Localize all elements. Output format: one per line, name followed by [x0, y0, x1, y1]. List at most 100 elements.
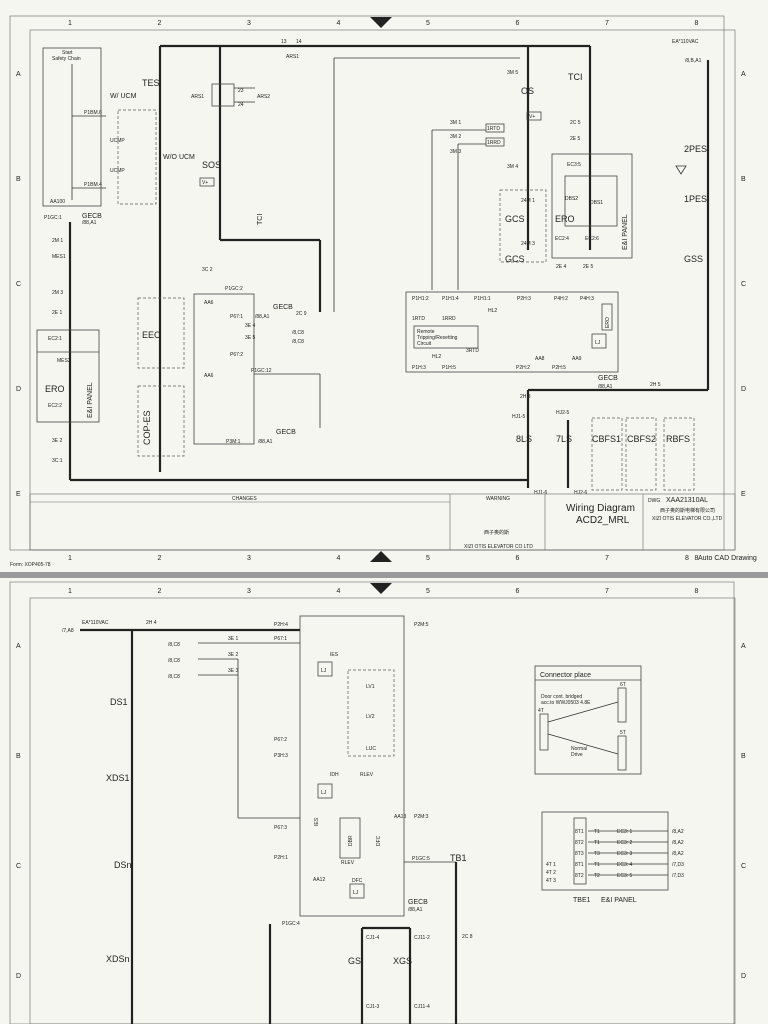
- remote-circuit-box: [413, 325, 479, 349]
- 8ls-label: 8LS: [516, 434, 532, 444]
- column-header-8: 8: [695, 20, 699, 27]
- label-3m1: 3M 1: [450, 120, 461, 126]
- ref-8c8-3: /8,C8: [168, 674, 180, 680]
- tbe-row-ec-2: EC3: 3: [617, 851, 633, 857]
- label-aa9: AA9: [572, 356, 582, 362]
- label-3c1: 3C:1: [52, 458, 63, 464]
- label-p672: P67:2: [230, 352, 243, 358]
- column-header-bottom-1: 1: [68, 555, 72, 562]
- label-p4h2: P4H:2: [554, 296, 568, 302]
- label-p2m5: P2M:5: [414, 622, 429, 628]
- label-p1gc2: P1GC:2: [225, 286, 243, 292]
- door-cont-label: Door cont. bridged: [541, 694, 582, 700]
- tbe-row-ref-1: /8,A2: [672, 840, 684, 846]
- column-header-8: 8: [695, 588, 699, 595]
- label-2h5: 2H 5: [650, 382, 661, 388]
- label-p1h2: P1H1:2: [412, 296, 429, 302]
- column-header-1: 1: [68, 20, 72, 27]
- connector-place-title: Connector place: [540, 672, 591, 679]
- label-3rtd: 3RTD: [466, 348, 479, 354]
- label-p4h3: P4H:3: [580, 296, 594, 302]
- ref-8c8-b: /8,C8: [292, 339, 304, 345]
- column-header-7: 7: [605, 588, 609, 595]
- label-p1h5: P1H:5: [442, 365, 456, 371]
- gcs-dashed-box: [499, 189, 547, 263]
- row-header-right-E: E: [741, 491, 746, 498]
- label-2h3: 2H 3: [520, 394, 531, 400]
- ref-7a8: /7,A8: [62, 628, 74, 634]
- ero-inner-box: [564, 175, 618, 227]
- 7ls-label: 7LS: [556, 434, 572, 444]
- row-header-left-b-D: D: [16, 973, 21, 980]
- column-header-4: 4: [337, 20, 341, 27]
- row-header-right-b-B: B: [741, 753, 746, 760]
- sos-vplus-box: [199, 177, 215, 187]
- tb1-label: TB1: [450, 853, 467, 863]
- column-header-1: 1: [68, 588, 72, 595]
- 5t-label: 5T: [620, 730, 626, 736]
- column-header-bottom-5: 5: [426, 555, 430, 562]
- os-label: OS: [521, 86, 534, 96]
- row-header-left-E: E: [16, 491, 21, 498]
- cj114-label: CJ11-4: [414, 1004, 430, 1010]
- label-2m3: 2M 3: [52, 290, 63, 296]
- ref-88a1-bottom: /88,A1: [408, 907, 423, 913]
- inner-frame-bottom: [29, 597, 736, 1024]
- tripping-label: Tripping/Resetting: [417, 335, 458, 341]
- label-2h4: 2H 4: [146, 620, 157, 626]
- ei-panel-label-left: E&I PANEL: [87, 382, 94, 418]
- lj3-label: LJ: [353, 890, 359, 896]
- mes2-label: MES2: [57, 358, 71, 364]
- gecb-box-bottom: [299, 615, 405, 917]
- row-header-left-b-C: C: [16, 863, 21, 870]
- row-header-right-b-D: D: [741, 973, 746, 980]
- door-cont-label2: acc.to WWJ0503 4.8E: [541, 700, 591, 706]
- column-header-6: 6: [516, 20, 520, 27]
- changes-label: CHANGES: [232, 496, 257, 502]
- label-hj25: HJ2-5: [556, 410, 570, 416]
- dsn-label: DSn: [114, 860, 132, 870]
- ea110-label-2: EA*110VAC: [82, 620, 109, 626]
- label-3m2: 3M 2: [450, 134, 461, 140]
- label-24m3: 24M 3: [521, 241, 535, 247]
- label-hj15: HJ1-5: [512, 414, 526, 420]
- label-p2h3: P2H:3: [517, 296, 531, 302]
- cop-es-label: COP-ES: [142, 410, 152, 445]
- 6t-connector: [617, 687, 627, 723]
- label-p1gc4: P1GC:4: [282, 921, 300, 927]
- lj-relay-2: [317, 783, 333, 799]
- 4t-connector: [539, 713, 549, 751]
- ars2-label: ARS2: [257, 94, 270, 100]
- company-en: XIZI OTIS ELEVATOR CO.,LTD: [652, 516, 723, 522]
- tbe1-label: TBE1: [573, 897, 591, 904]
- circuit-label: Circuit: [417, 341, 432, 347]
- label-p1gc12: P1GC:12: [251, 368, 272, 374]
- label-p1gc5: P1GC:5: [412, 856, 430, 862]
- dbr-box: [339, 817, 361, 859]
- label-p67-2: P67:2: [274, 737, 287, 743]
- os-vplus-box: [526, 111, 542, 121]
- safety-chain-label2: Safety Chain: [52, 56, 81, 62]
- ero-relay-label: ERO: [605, 317, 611, 328]
- column-header-bottom-6: 6: [516, 555, 520, 562]
- label-3m3: 3M 3: [450, 149, 461, 155]
- drawing-name: ACD2_MRL: [576, 515, 630, 526]
- label-3e1: 3E 1: [228, 636, 239, 642]
- column-header-2: 2: [158, 588, 162, 595]
- drawing-title: Wiring Diagram: [566, 503, 635, 514]
- dfc-label: DFC: [376, 835, 382, 846]
- column-header-7: 7: [605, 20, 609, 27]
- aa6-label-2: AA6: [204, 373, 214, 379]
- lj2-label: LJ: [321, 790, 327, 796]
- 5t-connector: [617, 735, 627, 771]
- tbe-left-1: 4T 1: [546, 862, 556, 868]
- remote-tripping-box: [405, 291, 619, 373]
- label-3c2: 3C 2: [202, 267, 213, 273]
- rbfs-box: [663, 417, 695, 491]
- ea110-label: EA*110VAC: [672, 39, 699, 45]
- aa100-label: AA100: [50, 199, 65, 205]
